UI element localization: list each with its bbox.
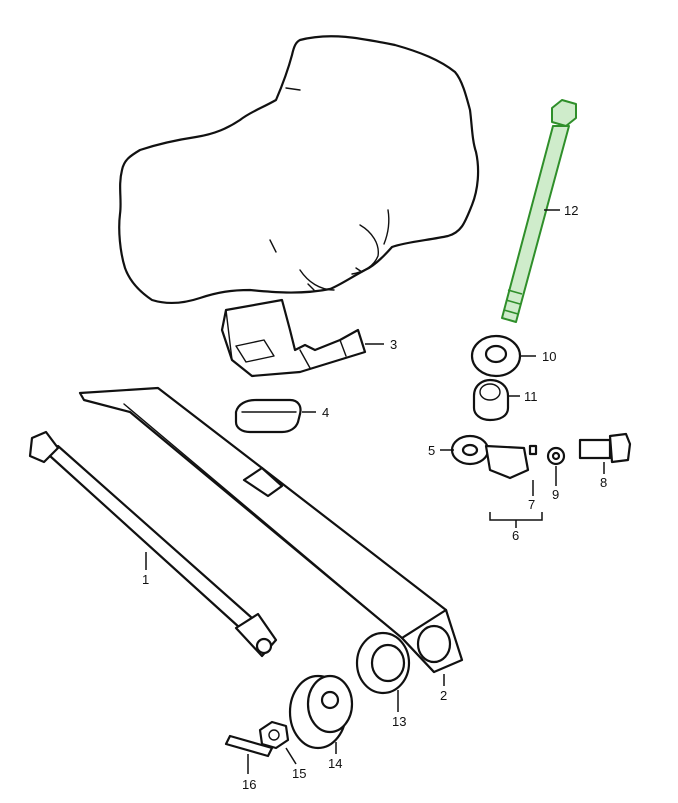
callout-10: 10 [542, 349, 556, 364]
group-bracket [489, 512, 543, 528]
callout-2: 2 [440, 688, 447, 703]
callout-14: 14 [328, 756, 342, 771]
eye-bracket [450, 434, 530, 480]
crossmember-beam [78, 386, 464, 674]
callout-7: 7 [528, 497, 535, 512]
hex-bolt [578, 432, 632, 464]
callout-15: 15 [292, 766, 306, 781]
callout-6: 6 [512, 528, 519, 543]
mount-bushing [288, 674, 354, 750]
rubber-pad [234, 398, 302, 434]
torsion-shaft [28, 430, 278, 658]
long-bolt [501, 99, 577, 323]
leader-lines [145, 209, 605, 774]
castle-nut [258, 720, 290, 750]
callout-1: 1 [142, 572, 149, 587]
cotter-pin [224, 734, 274, 758]
upper-grommet [470, 334, 522, 378]
callout-8: 8 [600, 475, 607, 490]
transmission-housing [118, 35, 480, 304]
callout-16: 16 [242, 777, 256, 792]
callout-4: 4 [322, 405, 329, 420]
callout-labels: 1 2 3 4 5 6 7 8 9 10 11 12 13 14 15 16 [142, 203, 607, 792]
mount-bracket [220, 298, 367, 378]
callout-9: 9 [552, 487, 559, 502]
callout-3: 3 [390, 337, 397, 352]
callout-11: 11 [524, 389, 538, 404]
washer [546, 446, 566, 466]
callout-5: 5 [428, 443, 435, 458]
callout-12: 12 [564, 203, 578, 218]
lower-grommet [472, 378, 510, 422]
small-spacer [528, 444, 538, 456]
bushing-ring [355, 631, 411, 695]
callout-13: 13 [392, 714, 406, 729]
